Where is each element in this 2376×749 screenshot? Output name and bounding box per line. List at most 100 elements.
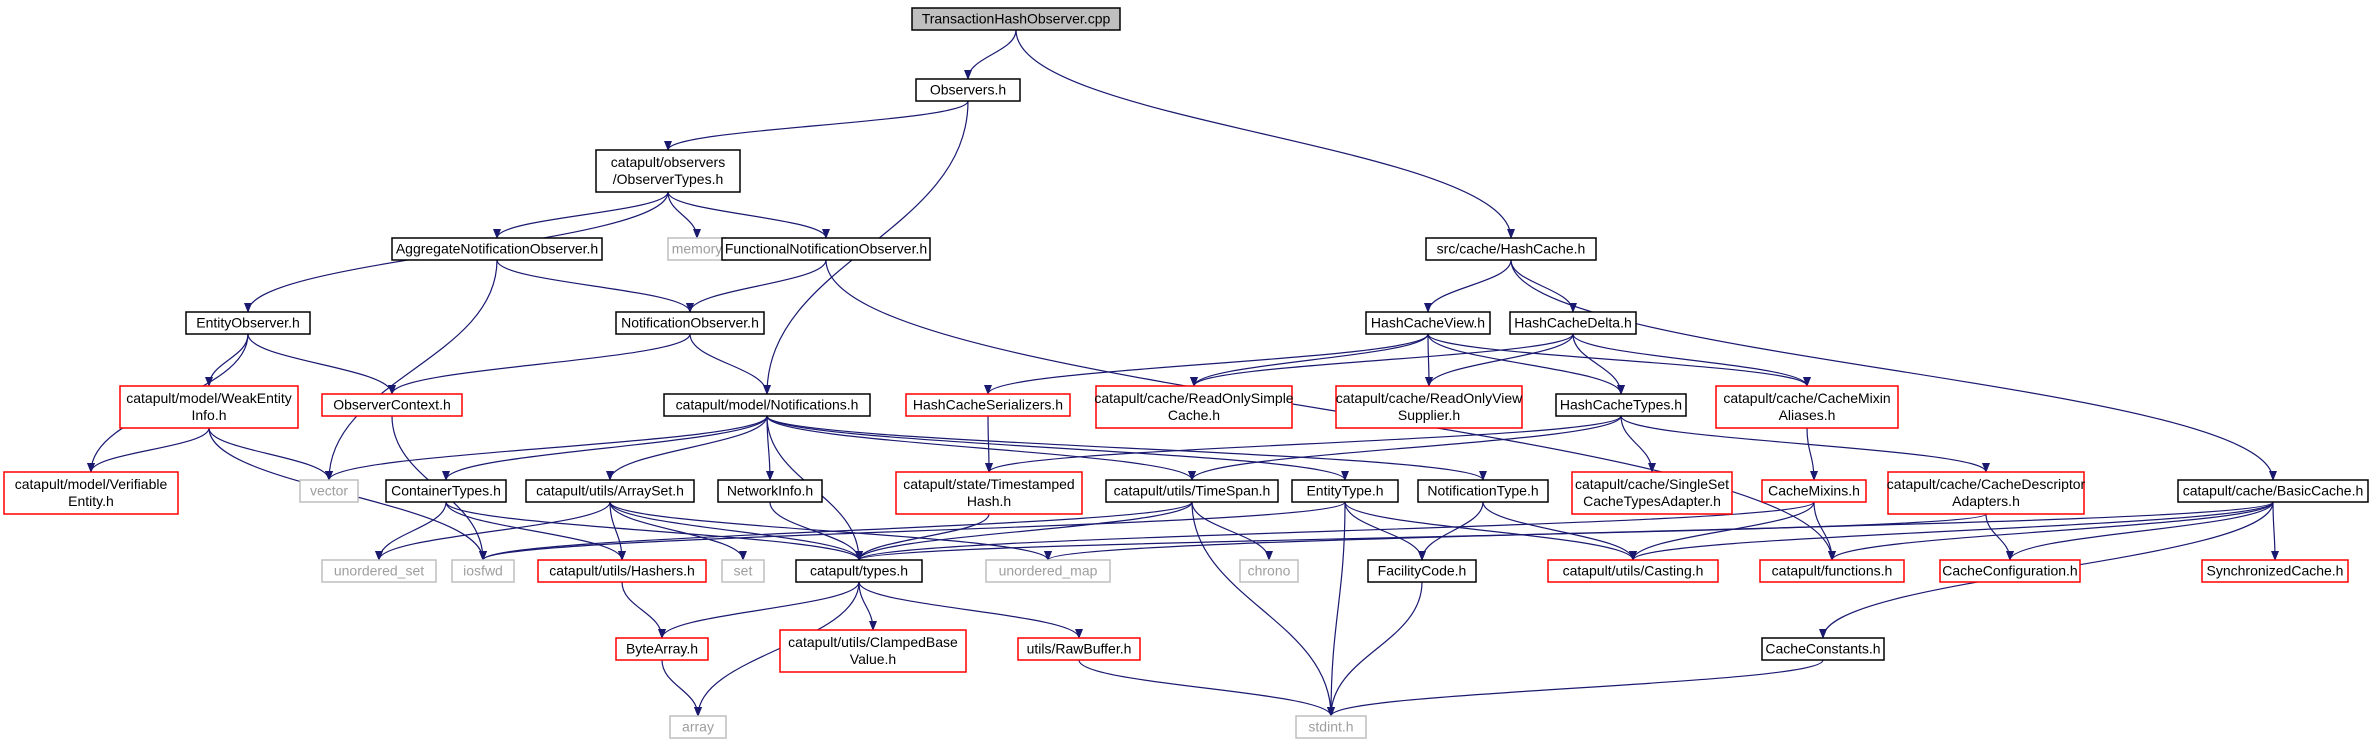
edge-cacheconstants-to-stdint <box>1327 659 1824 717</box>
node-box-cachemixinaliases <box>1715 385 1899 429</box>
node-hashers[interactable]: catapult/utils/Hashers.h <box>537 559 707 583</box>
node-chrono: chrono <box>1239 559 1299 583</box>
node-label-iosfwd: iosfwd <box>463 563 503 579</box>
node-box-observertypes <box>595 149 741 193</box>
node-timespan[interactable]: catapult/utils/TimeSpan.h <box>1105 479 1279 503</box>
node-label-stdint: stdint.h <box>1308 719 1353 735</box>
node-label-notificationobserver: NotificationObserver.h <box>621 315 759 331</box>
node-hashcachetypes[interactable]: HashCacheTypes.h <box>1555 393 1687 417</box>
edge-notifications-to-notificationtype <box>766 415 1487 481</box>
node-hashcache[interactable]: src/cache/HashCache.h <box>1425 237 1597 261</box>
node-label-networkinfo: NetworkInfo.h <box>727 483 813 499</box>
node-synchronizedcache[interactable]: SynchronizedCache.h <box>2201 559 2349 583</box>
node-vector: vector <box>299 479 359 503</box>
node-arrayset[interactable]: catapult/utils/ArraySet.h <box>525 479 695 503</box>
node-hashcachedelta[interactable]: HashCacheDelta.h <box>1509 311 1637 335</box>
node-label-verifiable-line-0: catapult/model/Verifiable <box>15 476 168 492</box>
node-label-rawbuffer: utils/RawBuffer.h <box>1027 641 1132 657</box>
node-notificationtype[interactable]: NotificationType.h <box>1417 479 1549 503</box>
node-box-clamped <box>779 629 967 673</box>
node-types[interactable]: catapult/types.h <box>795 559 923 583</box>
node-box-cachemixins <box>1761 479 1867 503</box>
node-label-vector: vector <box>310 483 348 499</box>
node-box-hashers <box>537 559 707 583</box>
edge-hashcachedelta-to-readonlysimple <box>1190 333 1574 387</box>
node-functional[interactable]: FunctionalNotificationObserver.h <box>721 237 931 261</box>
node-box-unordered_set <box>321 559 437 583</box>
edge-hashcachetypes-to-singleset <box>1620 415 1656 473</box>
edge-hashcacheview-to-hashcacheserializers <box>984 333 1429 395</box>
edge-notificationtype-to-casting <box>1482 501 1637 561</box>
node-singleset[interactable]: catapult/cache/SingleSetCacheTypesAdapte… <box>1571 471 1733 515</box>
node-containertypes[interactable]: ContainerTypes.h <box>385 479 507 503</box>
node-box-cacheconstants <box>1761 637 1885 661</box>
node-rawbuffer[interactable]: utils/RawBuffer.h <box>1017 637 1141 661</box>
node-aggregate[interactable]: AggregateNotificationObserver.h <box>391 237 603 261</box>
node-set: set <box>721 559 765 583</box>
node-observers[interactable]: Observers.h <box>915 78 1021 102</box>
edge-root-to-observers <box>964 29 1017 80</box>
node-iosfwd: iosfwd <box>451 559 515 583</box>
edge-entitytype-to-stdint <box>1327 501 1346 717</box>
node-cacheconstants[interactable]: CacheConstants.h <box>1761 637 1885 661</box>
edge-notificationtype-to-facilitycode <box>1418 501 1484 561</box>
node-label-cachemixins: CacheMixins.h <box>1768 483 1860 499</box>
edge-containertypes-to-types <box>445 501 863 561</box>
node-box-set <box>721 559 765 583</box>
node-hashcacheserializers[interactable]: HashCacheSerializers.h <box>905 393 1071 417</box>
node-label-types: catapult/types.h <box>810 563 908 579</box>
node-cacheconfiguration[interactable]: CacheConfiguration.h <box>1939 559 2081 583</box>
edge-basiccache-to-cacheconfiguration <box>2006 501 2274 561</box>
edge-hashcachetypes-to-timespan <box>1188 415 1622 481</box>
node-box-singleset <box>1571 471 1733 515</box>
node-notificationobserver[interactable]: NotificationObserver.h <box>615 311 765 335</box>
node-casting[interactable]: catapult/utils/Casting.h <box>1547 559 1719 583</box>
node-label-singleset-line-0: catapult/cache/SingleSet <box>1575 476 1729 492</box>
node-observertypes[interactable]: catapult/observers/ObserverTypes.h <box>595 149 741 193</box>
edge-entitytype-to-iosfwd <box>479 501 1346 561</box>
node-root[interactable]: TransactionHashObserver.cpp <box>911 7 1121 31</box>
node-bytearray[interactable]: ByteArray.h <box>615 637 709 661</box>
node-cachemixins[interactable]: CacheMixins.h <box>1761 479 1867 503</box>
node-entityobserver[interactable]: EntityObserver.h <box>185 311 311 335</box>
node-facilitycode[interactable]: FacilityCode.h <box>1367 559 1477 583</box>
node-label-weakentity-line-0: catapult/model/WeakEntity <box>126 390 292 406</box>
node-stdint: stdint.h <box>1295 715 1367 739</box>
edge-arrayset-to-hashers <box>609 501 626 561</box>
node-entitytype[interactable]: EntityType.h <box>1291 479 1399 503</box>
node-functions[interactable]: catapult/functions.h <box>1759 559 1905 583</box>
node-networkinfo[interactable]: NetworkInfo.h <box>717 479 823 503</box>
node-label-notifications: catapult/model/Notifications.h <box>676 397 859 413</box>
node-label-memory: memory <box>672 241 723 257</box>
edge-types-to-clamped <box>858 581 877 631</box>
node-box-aggregate <box>391 237 603 261</box>
node-basiccache[interactable]: catapult/cache/BasicCache.h <box>2177 479 2369 503</box>
node-notifications[interactable]: catapult/model/Notifications.h <box>663 393 871 417</box>
node-label-readonlyview-line-1: Supplier.h <box>1398 407 1460 423</box>
node-box-bytearray <box>615 637 709 661</box>
node-box-basiccache <box>2177 479 2369 503</box>
edge-hashcachetypes-to-cachedescriptor <box>1620 415 1990 473</box>
node-label-readonlysimple-line-0: catapult/cache/ReadOnlySimple <box>1094 390 1293 406</box>
edge-hashcachetypes-to-timestamped <box>985 415 1622 473</box>
node-label-functions: catapult/functions.h <box>1772 563 1893 579</box>
node-label-chrono: chrono <box>1248 563 1291 579</box>
edge-arrayset-to-types <box>609 501 863 561</box>
node-label-root: TransactionHashObserver.cpp <box>922 11 1111 27</box>
edge-types-to-bytearray <box>658 581 860 639</box>
node-hashcacheview[interactable]: HashCacheView.h <box>1365 311 1491 335</box>
node-label-clamped-line-0: catapult/utils/ClampedBase <box>788 634 958 650</box>
node-label-hashcachedelta: HashCacheDelta.h <box>1514 315 1632 331</box>
edge-weakentity-to-verifiable <box>87 427 210 473</box>
node-label-weakentity-line-1: Info.h <box>191 407 226 423</box>
node-label-readonlyview-line-0: catapult/cache/ReadOnlyView <box>1336 390 1523 406</box>
node-observercontext[interactable]: ObserverContext.h <box>321 393 463 417</box>
